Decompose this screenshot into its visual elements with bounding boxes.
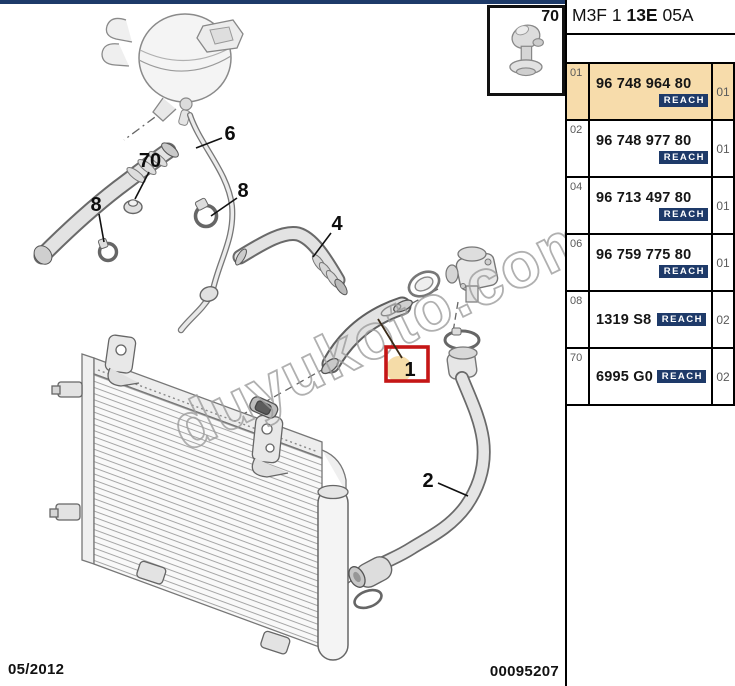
part-number: 6995 G0: [596, 368, 654, 385]
radiator-bracket-left: [104, 334, 140, 387]
hose-2: [348, 346, 491, 610]
part-ref: 04: [567, 178, 590, 233]
part-ref: 70: [567, 349, 590, 404]
callout-4[interactable]: 4: [331, 213, 343, 235]
reach-badge[interactable]: REACH: [656, 369, 706, 384]
inset-part-box: 70: [487, 5, 565, 96]
catalog-reference-title: M3F 1 13E 05A: [567, 0, 735, 35]
reach-badge[interactable]: REACH: [658, 150, 708, 165]
reach-badge[interactable]: REACH: [656, 312, 706, 327]
part-row-04[interactable]: 04 96 713 497 80 REACH 01: [567, 178, 733, 235]
part-qty: 01: [716, 198, 730, 213]
callout-2[interactable]: 2: [422, 470, 433, 492]
clamp-8-left: [97, 237, 119, 263]
callout-70[interactable]: 70: [139, 150, 161, 172]
parts-diagram: duyukoto.com 6 70 8 8 4 2 1: [33, 13, 565, 661]
hose-2-clamp: [353, 588, 383, 610]
pipe-clip: [199, 286, 219, 302]
document-number: 00095207: [489, 663, 559, 680]
degassing-pipe: [177, 112, 236, 334]
clip-70: [123, 199, 143, 215]
part-ref: 08: [567, 292, 590, 347]
hose-1[interactable]: [319, 296, 414, 377]
reach-badge[interactable]: REACH: [658, 264, 708, 279]
part-row-02[interactable]: 02 96 748 977 80 REACH 01: [567, 121, 733, 178]
part-number: 96 748 977 80: [596, 132, 692, 149]
radiator-inlet-port: [249, 396, 279, 419]
inset-part-ref: 70: [541, 8, 559, 25]
callout-1: 1: [404, 359, 415, 381]
part-row-70[interactable]: 70 6995 G0 REACH 02: [567, 349, 733, 406]
radiator: [49, 334, 349, 661]
part-ref: 06: [567, 235, 590, 290]
watermark-text: duyukoto.com: [161, 198, 565, 465]
callout-8-right[interactable]: 8: [237, 180, 248, 202]
hose-4: [232, 225, 348, 296]
part-ref: 01: [567, 64, 590, 119]
part-number: 96 713 497 80: [596, 189, 692, 206]
radiator-clip: [260, 630, 291, 655]
selected-part-hotspot[interactable]: 1: [377, 318, 430, 383]
part-qty: 02: [716, 369, 730, 384]
part-number: 96 759 775 80: [596, 246, 692, 263]
outlet-housing: [407, 246, 499, 303]
radiator-clip: [57, 381, 83, 398]
part-qty: 01: [716, 255, 730, 270]
reach-badge[interactable]: REACH: [658, 207, 708, 222]
tank-cap: [196, 19, 244, 53]
callout-leader-lines: [98, 137, 469, 497]
part-qty: 02: [716, 312, 730, 327]
reach-badge[interactable]: REACH: [658, 93, 708, 108]
part-row-06[interactable]: 06 96 759 775 80 REACH 01: [567, 235, 733, 292]
top-accent-bar: [0, 0, 565, 4]
radiator-clip: [136, 560, 167, 585]
retaining-clip-icon: [509, 24, 544, 77]
part-qty: 01: [716, 141, 730, 156]
revision-date: 05/2012: [8, 661, 65, 678]
hose-upper-left: [33, 142, 179, 265]
part-row-01[interactable]: 01 96 748 964 80 REACH 01: [567, 64, 733, 121]
part-number: 96 748 964 80: [596, 75, 692, 92]
parts-panel: M3F 1 13E 05A 01 96 748 964 80 REACH 01 …: [565, 0, 735, 686]
parts-table: 01 96 748 964 80 REACH 01 02 96 748 977 …: [567, 62, 735, 406]
callout-6[interactable]: 6: [224, 123, 235, 145]
callout-8-left[interactable]: 8: [90, 194, 101, 216]
expansion-tank: [101, 13, 244, 126]
part-qty: 01: [716, 84, 730, 99]
part-row-08[interactable]: 08 1319 S8 REACH 02: [567, 292, 733, 349]
part-ref: 02: [567, 121, 590, 176]
radiator-clip: [55, 503, 81, 521]
part-number: 1319 S8: [596, 311, 652, 328]
clamp-8-right: [193, 197, 219, 229]
